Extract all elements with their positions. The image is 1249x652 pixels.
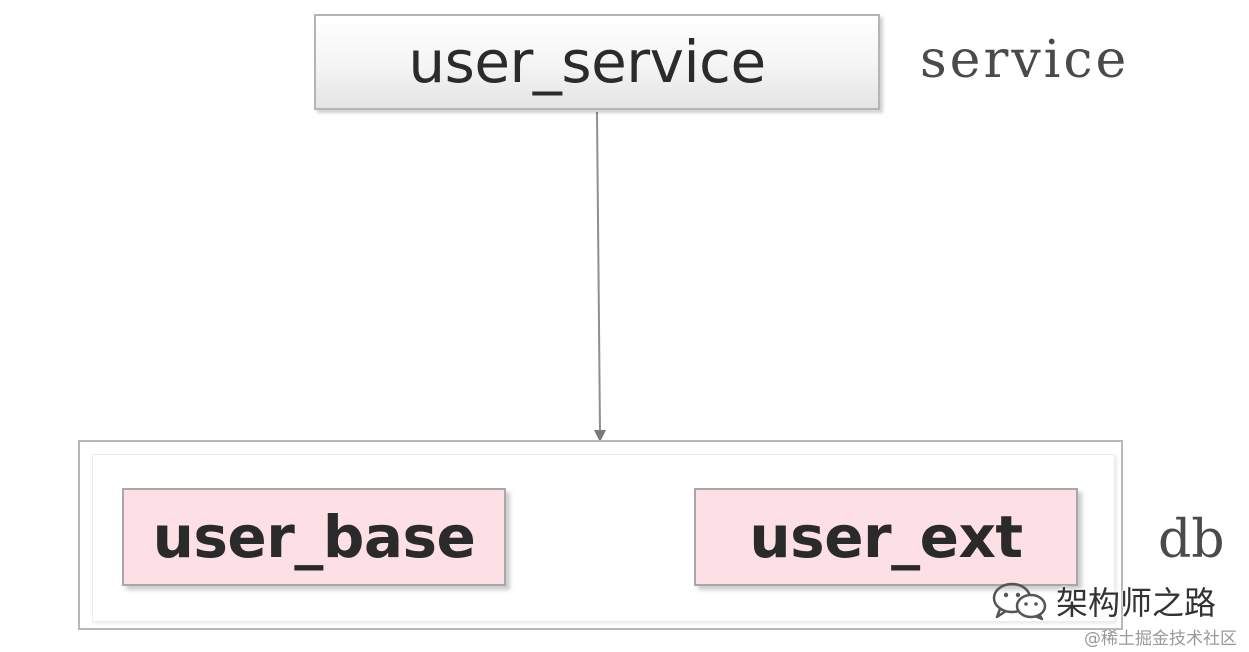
table-node-label: user_base bbox=[152, 503, 476, 571]
wechat-icon bbox=[992, 582, 1047, 621]
watermark-text: 架构师之路 bbox=[1056, 584, 1217, 622]
service-node-label: user_service bbox=[408, 28, 766, 96]
table-node-user-base: user_base bbox=[122, 488, 506, 586]
connector-line bbox=[596, 111, 601, 433]
watermark: 架构师之路 bbox=[990, 578, 1216, 624]
db-group-inner-frame bbox=[92, 454, 1115, 622]
table-node-label: user_ext bbox=[749, 503, 1023, 571]
table-node-user-ext: user_ext bbox=[694, 488, 1078, 586]
service-layer-label: service bbox=[920, 30, 1130, 90]
credit-text: @稀土掘金技术社区 bbox=[1084, 629, 1237, 649]
service-node: user_service bbox=[314, 14, 880, 110]
db-layer-label: db bbox=[1158, 510, 1225, 570]
